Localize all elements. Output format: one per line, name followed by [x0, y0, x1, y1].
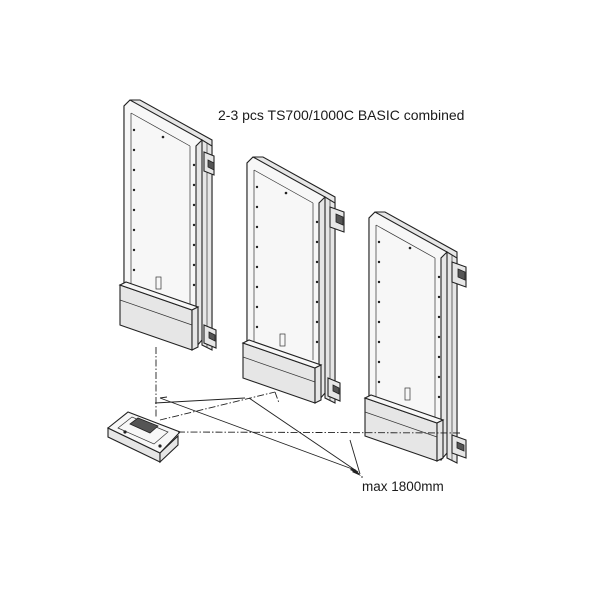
antenna-3 [363, 211, 467, 464]
antenna-1-rail-dots [132, 128, 196, 287]
cable-lines [155, 347, 461, 434]
distance-label: max 1800mm [362, 479, 444, 494]
antenna-1 [118, 99, 217, 351]
dimension-lines [154, 396, 361, 476]
antenna-3-rail-dots [377, 240, 441, 399]
diagram-title: 2-3 pcs TS700/1000C BASIC combined [218, 107, 465, 123]
antenna-2-rail-dots [255, 185, 319, 344]
control-unit [106, 411, 181, 464]
antenna-2 [241, 156, 345, 404]
